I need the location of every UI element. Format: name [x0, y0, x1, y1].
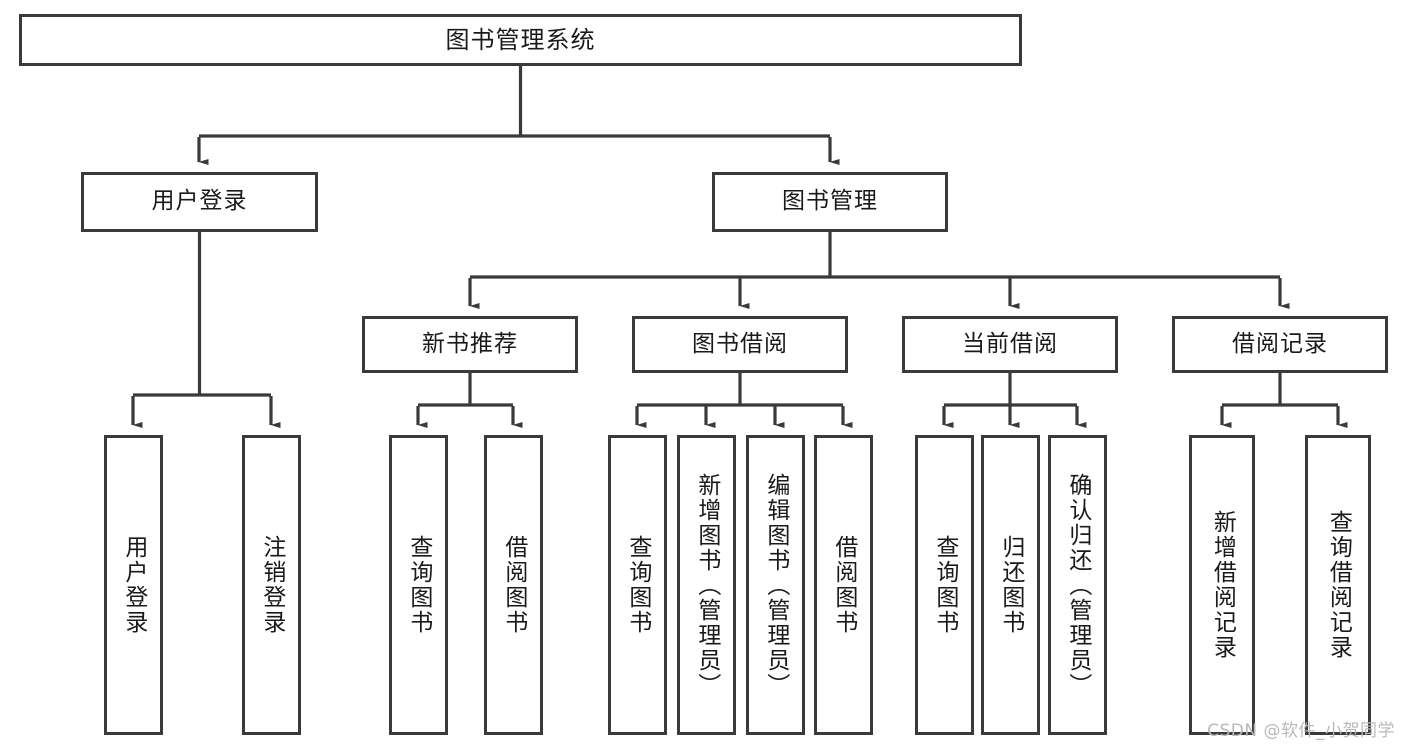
node-new-book-recommend[interactable]: 新书推荐	[362, 316, 578, 373]
leaf-query-book-1[interactable]: 查询图书	[389, 435, 448, 735]
leaf-add-book[interactable]: 新增图书（管理员）	[677, 435, 736, 735]
leaf-query-record[interactable]: 查询借阅记录	[1305, 435, 1371, 735]
leaf-label: 新增图书（管理员）	[693, 472, 720, 698]
leaf-label: 查询借阅记录	[1325, 510, 1352, 660]
node-root-system[interactable]: 图书管理系统	[19, 14, 1022, 66]
leaf-label: 归还图书	[997, 535, 1024, 635]
leaf-query-book-3[interactable]: 查询图书	[915, 435, 974, 735]
leaf-label: 查询图书	[931, 535, 958, 635]
leaf-return-book[interactable]: 归还图书	[981, 435, 1040, 735]
leaf-label: 编辑图书（管理员）	[762, 472, 789, 698]
leaf-label: 注销登录	[258, 535, 285, 635]
node-book-manage[interactable]: 图书管理	[712, 172, 948, 232]
leaf-label: 借阅图书	[830, 535, 857, 635]
node-user-login[interactable]: 用户登录	[81, 172, 318, 232]
leaf-add-record[interactable]: 新增借阅记录	[1189, 435, 1255, 735]
leaf-label: 用户登录	[120, 535, 147, 635]
csdn-watermark: CSDN @软件_小贺同学	[1207, 721, 1395, 741]
leaf-edit-book[interactable]: 编辑图书（管理员）	[746, 435, 805, 735]
leaf-label: 确认归还（管理员）	[1064, 472, 1091, 698]
leaf-label: 借阅图书	[500, 535, 527, 635]
leaf-user-login[interactable]: 用户登录	[104, 435, 163, 735]
leaf-user-logout[interactable]: 注销登录	[242, 435, 301, 735]
leaf-label: 查询图书	[405, 535, 432, 635]
leaf-query-book-2[interactable]: 查询图书	[608, 435, 667, 735]
leaf-borrow-book-1[interactable]: 借阅图书	[484, 435, 543, 735]
leaf-confirm-return[interactable]: 确认归还（管理员）	[1048, 435, 1107, 735]
leaf-borrow-book-2[interactable]: 借阅图书	[814, 435, 873, 735]
leaf-label: 查询图书	[624, 535, 651, 635]
leaf-label: 新增借阅记录	[1209, 510, 1236, 660]
node-current-borrow[interactable]: 当前借阅	[902, 316, 1118, 373]
node-borrow-record[interactable]: 借阅记录	[1172, 316, 1388, 373]
node-book-borrow[interactable]: 图书借阅	[632, 316, 848, 373]
